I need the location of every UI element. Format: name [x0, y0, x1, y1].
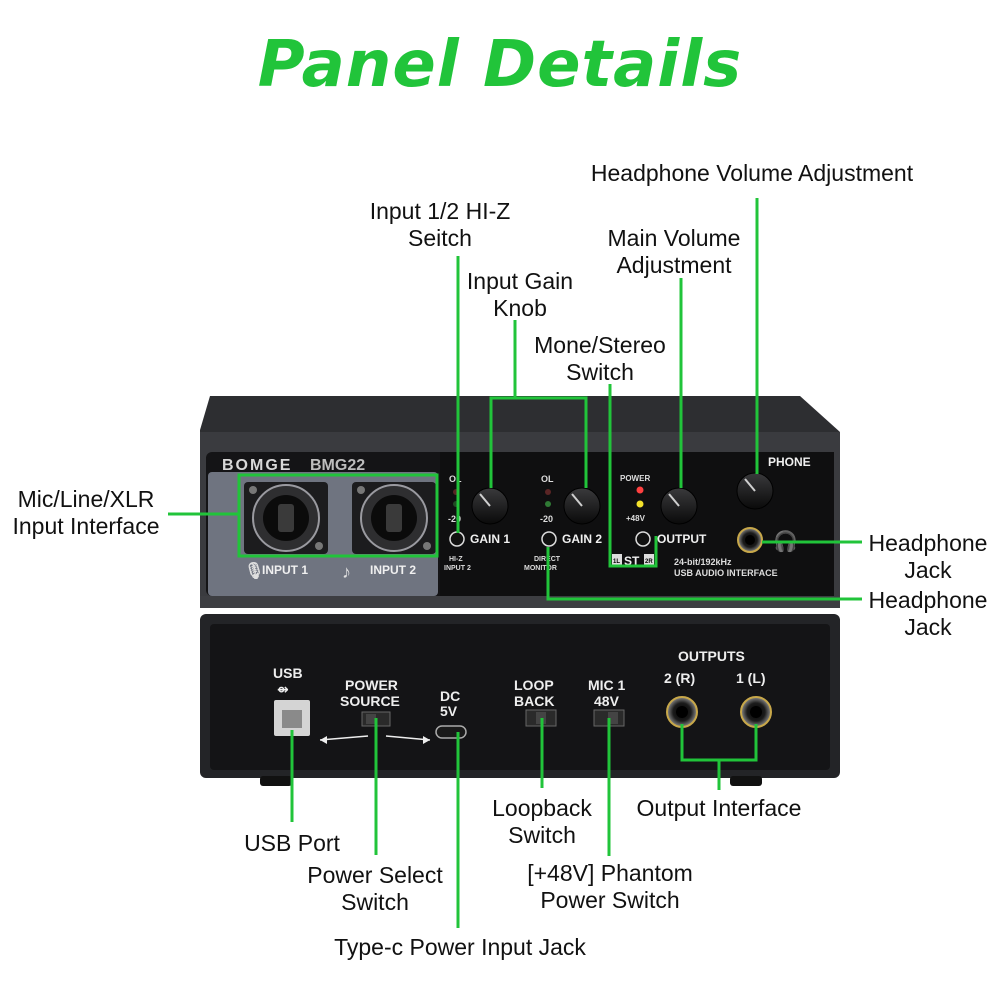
outputs-label: OUTPUTS [678, 648, 745, 664]
minus20-label-1: -20 [448, 514, 461, 524]
loop-label: LOOP [514, 677, 554, 693]
callout-text: USB Port [244, 830, 340, 856]
callout-text: Input Gain [466, 268, 574, 294]
callout-text: Input Interface [12, 513, 160, 539]
callout-text: Headphone [868, 530, 988, 556]
callout-text: Mone/Stereo [534, 332, 666, 358]
callout-text: Knob [493, 295, 547, 321]
ol-label-2: OL [541, 474, 554, 484]
direct-monitor-button[interactable] [541, 531, 557, 547]
callout-text: Jack [904, 557, 952, 583]
callout-mono-stereo: Mone/Stereo Switch [510, 332, 690, 386]
mono-stereo-button[interactable] [635, 531, 651, 547]
callout-usb-port: USB Port [222, 830, 362, 857]
power-led [636, 486, 644, 494]
page-title: Panel Details [257, 28, 743, 102]
callout-text: Output Interface [636, 795, 802, 821]
power-source-label-1: POWER [345, 677, 398, 693]
callout-xlr-input: Mic/Line/XLR Input Interface [0, 486, 172, 540]
plus48v-label: +48V [626, 514, 646, 523]
st-right-label: 2R [645, 559, 653, 565]
callout-typec: Type-c Power Input Jack [290, 934, 630, 961]
phone-label: PHONE [768, 455, 811, 469]
callout-headphone-jack-1: Headphone Jack [856, 530, 1000, 584]
callout-text: Type-c Power Input Jack [334, 934, 586, 960]
spec-line-2: USB AUDIO INTERFACE [674, 568, 778, 578]
callout-input-gain: Input Gain Knob [430, 268, 610, 322]
hiz-label: HI-Z [449, 556, 463, 563]
callout-text: Adjustment [616, 252, 732, 278]
output-label: OUTPUT [657, 532, 707, 546]
input1-label: INPUT 1 [262, 563, 308, 577]
control-panel [440, 452, 834, 596]
callout-text: Mic/Line/XLR [17, 486, 155, 512]
callout-text: Switch [508, 822, 576, 848]
mic-icon: 🎙 [244, 562, 264, 580]
guitar-icon: ♪ [342, 562, 351, 582]
callout-text: [+48V] Phantom [527, 860, 693, 886]
callout-text: Power Switch [540, 887, 680, 913]
power-source-label-2: SOURCE [340, 693, 400, 709]
usb-icon: ⇴ [277, 681, 289, 697]
dc-5v-label: 5V [440, 703, 458, 719]
phantom-led [636, 500, 644, 508]
callout-text: Main Volume [607, 225, 741, 251]
back-label: BACK [514, 693, 554, 709]
callout-text: Switch [341, 889, 409, 915]
spec-line-1: 24-bit/192kHz [674, 557, 732, 567]
ol-label-1: OL [449, 474, 462, 484]
xlr-combo-jack-1[interactable] [244, 482, 328, 554]
callout-main-volume: Main Volume Adjustment [584, 225, 764, 279]
input2-label: INPUT 2 [370, 563, 416, 577]
callout-headphone-jack-2: Headphone Jack [856, 587, 1000, 641]
dc-label: DC [440, 688, 460, 704]
hiz-sub-label: INPUT 2 [444, 565, 471, 572]
model-text: BMG22 [310, 457, 365, 474]
out2-label: 2 (R) [664, 670, 695, 686]
hiz-button[interactable] [449, 531, 465, 547]
callout-text: Loopback [492, 795, 592, 821]
callout-text: Switch [566, 359, 634, 385]
callout-text: Seitch [408, 225, 472, 251]
power-label: POWER [620, 474, 650, 483]
monitor-label: MONITOR [524, 565, 557, 572]
callout-phantom: [+48V] Phantom Power Switch [498, 860, 722, 914]
callout-text: Jack [904, 614, 952, 640]
callout-output-interface: Output Interface [614, 795, 824, 822]
brand-text: BOMGE [222, 457, 292, 474]
usb-label: USB [273, 665, 303, 681]
st-left-label: 1L [613, 559, 620, 565]
callout-hiz-switch: Input 1/2 HI-Z Seitch [340, 198, 540, 252]
xlr-combo-jack-2[interactable] [352, 482, 436, 554]
signal-led-2 [545, 501, 551, 507]
callout-lines [168, 198, 862, 928]
minus20-label-2: -20 [540, 514, 553, 524]
mic1-label: MIC 1 [588, 677, 626, 693]
callout-text: Headphone [868, 587, 988, 613]
callout-text: Headphone Volume Adjustment [590, 160, 914, 186]
out1-label: 1 (L) [736, 670, 766, 686]
gain1-label: GAIN 1 [470, 532, 510, 546]
callout-loopback: Loopback Switch [462, 795, 622, 849]
mic48v-label: 48V [594, 693, 620, 709]
ol-led-2 [545, 489, 551, 495]
gain2-label: GAIN 2 [562, 532, 602, 546]
callout-text: Input 1/2 HI-Z [369, 198, 511, 224]
callout-power-select: Power Select Switch [285, 862, 465, 916]
typec-port[interactable] [435, 725, 467, 739]
callout-text: Power Select [307, 862, 443, 888]
callout-headphone-volume: Headphone Volume Adjustment [560, 160, 944, 187]
